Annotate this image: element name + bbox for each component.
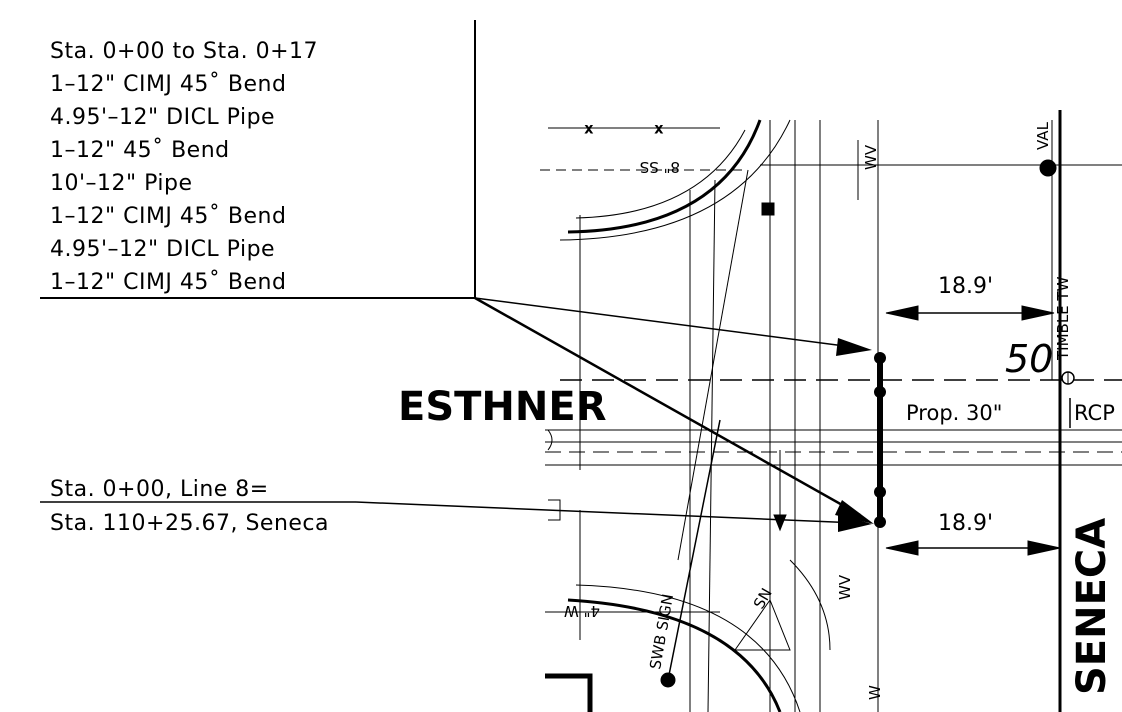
station-label-50: 50	[1005, 337, 1053, 381]
callout-line: 10'–12" Pipe	[50, 171, 193, 196]
proposed-pipe-label: Prop. 30"	[906, 401, 1002, 425]
callout-box-text: Sta. 0+00 to Sta. 0+17 1–12" CIMJ 45˚ Be…	[50, 39, 318, 295]
sewer-label-top: 8" SS	[640, 158, 680, 176]
callout-box-frame	[40, 20, 476, 299]
callout-line: 1–12" CIMJ 45˚ Bend	[50, 72, 286, 97]
station-note-line2: Sta. 110+25.67, Seneca	[50, 511, 329, 536]
leader-lines	[40, 296, 874, 532]
callout-line: Sta. 0+00 to Sta. 0+17	[50, 39, 318, 64]
svg-text:x: x	[585, 122, 593, 137]
water-label-left: 4" W	[564, 602, 600, 620]
dimension-bottom	[885, 540, 1061, 556]
rcp-label: RCP	[1074, 401, 1115, 425]
dimension-label-top: 18.9'	[938, 274, 993, 299]
street-label-seneca: SENECA	[1069, 518, 1115, 695]
street-label-esthner: ESTHNER	[398, 384, 607, 430]
dimension-label-bottom: 18.9'	[938, 511, 993, 536]
callout-line: 4.95'–12" DICL Pipe	[50, 105, 275, 130]
callout-line: 1–12" 45˚ Bend	[50, 138, 230, 163]
dimension-top	[885, 305, 1055, 321]
station-note-line1: Sta. 0+00, Line 8=	[50, 477, 269, 502]
wv-label-bottom: WV	[836, 574, 854, 600]
val-label: VAL	[1034, 121, 1052, 150]
callout-line: 1–12" CIMJ 45˚ Bend	[50, 270, 286, 295]
w-label-bottom: W	[866, 685, 884, 700]
svg-text:x: x	[655, 122, 663, 137]
callout-line: 4.95'–12" DICL Pipe	[50, 237, 275, 262]
timble-tw-label: TIMBLE TW	[1054, 276, 1072, 361]
sn-label: SN	[750, 585, 776, 612]
base-map-linework: x x	[540, 110, 1122, 712]
proposed-water-line	[874, 352, 886, 528]
wv-label-top: WV	[862, 144, 880, 170]
callout-line: 1–12" CIMJ 45˚ Bend	[50, 204, 286, 229]
